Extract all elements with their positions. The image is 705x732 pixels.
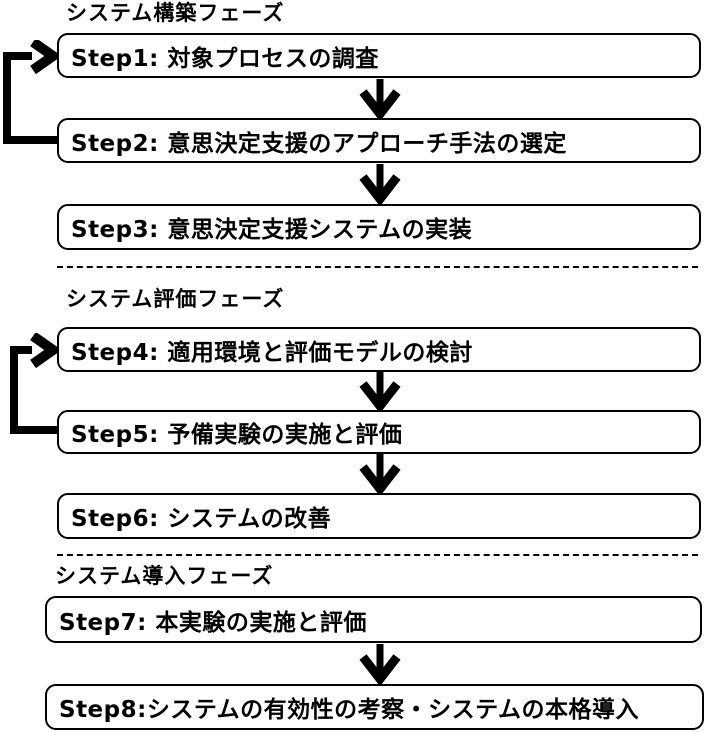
feedback-arrow-icon [10,333,58,434]
phase-title-introduction: システム導入フェーズ [55,564,274,588]
step-box-6: Step6: システムの改善 [57,493,701,539]
down-arrow-icon [359,79,401,119]
step-label-2: Step2: 意思決定支援のアプローチ手法の選定 [71,130,567,157]
step-label-4: Step4: 適用環境と評価モデルの検討 [71,339,473,366]
down-arrow-icon [359,164,401,204]
step-label-3: Step3: 意思決定支援システムの実装 [71,217,473,243]
step-box-3: Step3: 意思決定支援システムの実装 [57,204,701,250]
step-label-1: Step1: 対象プロセスの調査 [71,45,379,72]
step-box-7: Step7: 本実験の実施と評価 [45,596,702,643]
step-box-5: Step5: 予備実験の実施と評価 [57,410,701,454]
step-box-4: Step4: 適用環境と評価モデルの検討 [57,327,701,372]
step-box-8: Step8:システムの有効性の考察・システムの本格導入 [45,684,704,730]
step-box-2: Step2: 意思決定支援のアプローチ手法の選定 [57,118,701,163]
phase-separator-1 [57,266,698,268]
step-box-1: Step1: 対象プロセスの調査 [57,33,701,78]
step-label-8: Step8:システムの有効性の考察・システムの本格導入 [59,697,639,723]
phase-title-evaluation: システム評価フェーズ [66,287,285,311]
down-arrow-icon [359,371,401,411]
down-arrow-icon [359,454,401,494]
step-label-5: Step5: 予備実験の実施と評価 [71,422,403,448]
phase-separator-2 [57,554,698,556]
feedback-arrow-icon [3,40,58,144]
phase-title-construction: システム構築フェーズ [66,1,285,25]
step-label-7: Step7: 本実験の実施と評価 [59,609,367,636]
step-label-6: Step6: システムの改善 [71,506,332,532]
down-arrow-icon [359,644,401,684]
